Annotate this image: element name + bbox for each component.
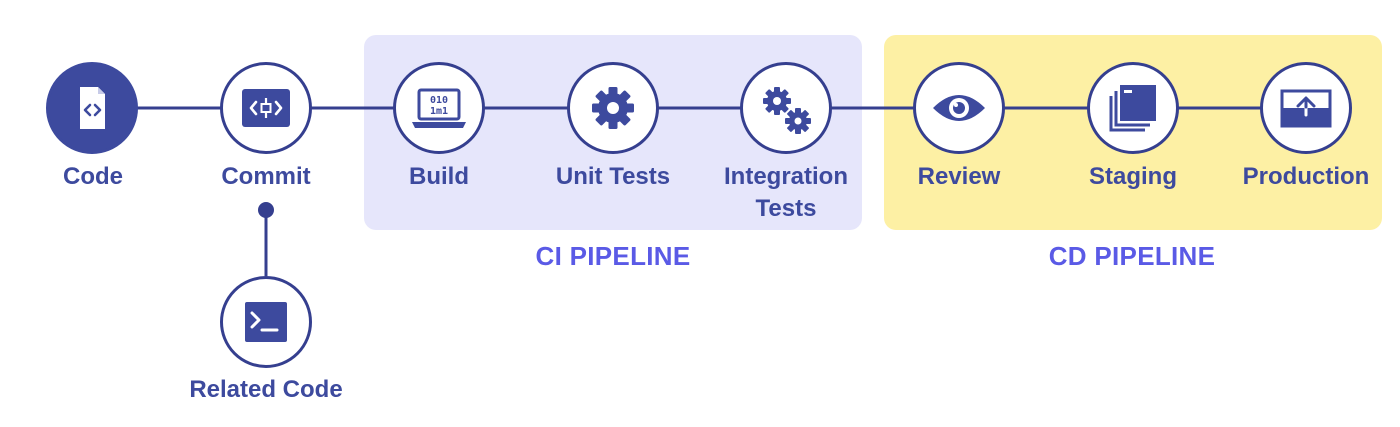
laptop-binary-icon: 010 1m1 bbox=[412, 88, 466, 128]
integration-tests-node bbox=[740, 62, 832, 154]
gear-icon bbox=[592, 87, 634, 129]
terminal-icon bbox=[245, 302, 287, 342]
staging-label: Staging bbox=[1089, 163, 1177, 190]
commit-icon bbox=[242, 89, 290, 127]
review-label: Review bbox=[917, 163, 1001, 190]
commit-label: Commit bbox=[221, 163, 311, 190]
integration-tests-label-line2: Tests bbox=[755, 195, 817, 222]
svg-text:1m1: 1m1 bbox=[430, 106, 448, 117]
commit-node bbox=[220, 62, 312, 154]
integration-tests-label: Integration Tests bbox=[701, 161, 871, 225]
production-label: Production bbox=[1242, 163, 1370, 190]
code-label: Code bbox=[63, 163, 123, 190]
svg-text:010: 010 bbox=[430, 95, 448, 106]
production-node bbox=[1260, 62, 1352, 154]
cd-pipeline-label: CD PIPELINE bbox=[1048, 241, 1216, 271]
code-file-icon bbox=[80, 87, 105, 129]
related-code-node bbox=[220, 276, 312, 368]
gears-icon bbox=[763, 87, 811, 134]
unit-tests-node bbox=[567, 62, 659, 154]
unit-tests-label: Unit Tests bbox=[555, 163, 671, 190]
ci-pipeline-label: CI PIPELINE bbox=[535, 241, 691, 271]
branch-dot bbox=[258, 202, 274, 218]
eye-icon bbox=[933, 95, 985, 121]
stacked-windows-icon bbox=[1109, 85, 1156, 132]
upload-tray-icon bbox=[1280, 89, 1332, 128]
build-node: 010 1m1 bbox=[393, 62, 485, 154]
build-label: Build bbox=[409, 163, 469, 190]
related-code-label: Related Code bbox=[189, 376, 343, 403]
review-node bbox=[913, 62, 1005, 154]
staging-node bbox=[1087, 62, 1179, 154]
code-node bbox=[46, 62, 138, 154]
integration-tests-label-line1: Integration bbox=[724, 163, 848, 190]
